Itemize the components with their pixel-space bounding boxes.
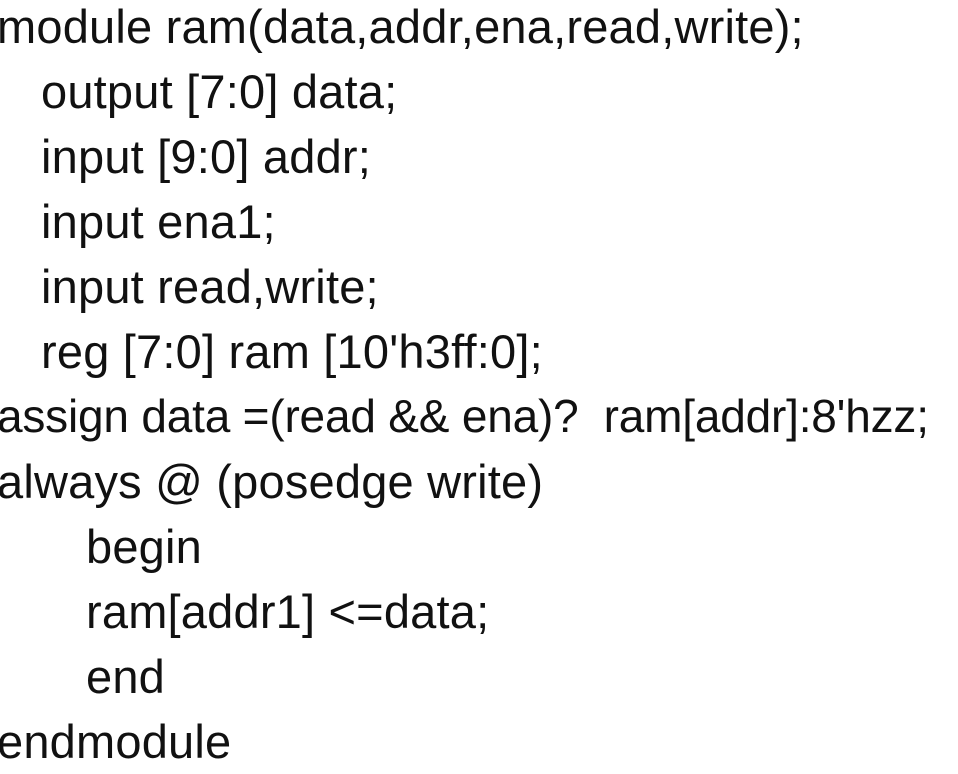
code-line-7: assign data =(read && ena)? ram[addr]:8'… (0, 390, 929, 442)
code-line-3: input [9:0] addr; (41, 130, 372, 183)
code-listing: module ram(data,addr,ena,read,write); ou… (0, 0, 930, 768)
code-line-8: always @ (posedge write) (0, 455, 544, 508)
code-line-12: endmodule (0, 715, 232, 768)
code-line-6: reg [7:0] ram [10'h3ff:0]; (41, 325, 543, 378)
code-line-1: module ram(data,addr,ena,read,write); (0, 0, 804, 53)
code-line-10: ram[addr1] <=data; (86, 585, 490, 638)
code-line-9: begin (86, 520, 202, 573)
code-line-5: input read,write; (41, 260, 379, 313)
code-line-11: end (86, 650, 166, 703)
code-line-2: output [7:0] data; (41, 65, 398, 118)
code-line-4: input ena1; (41, 195, 276, 248)
